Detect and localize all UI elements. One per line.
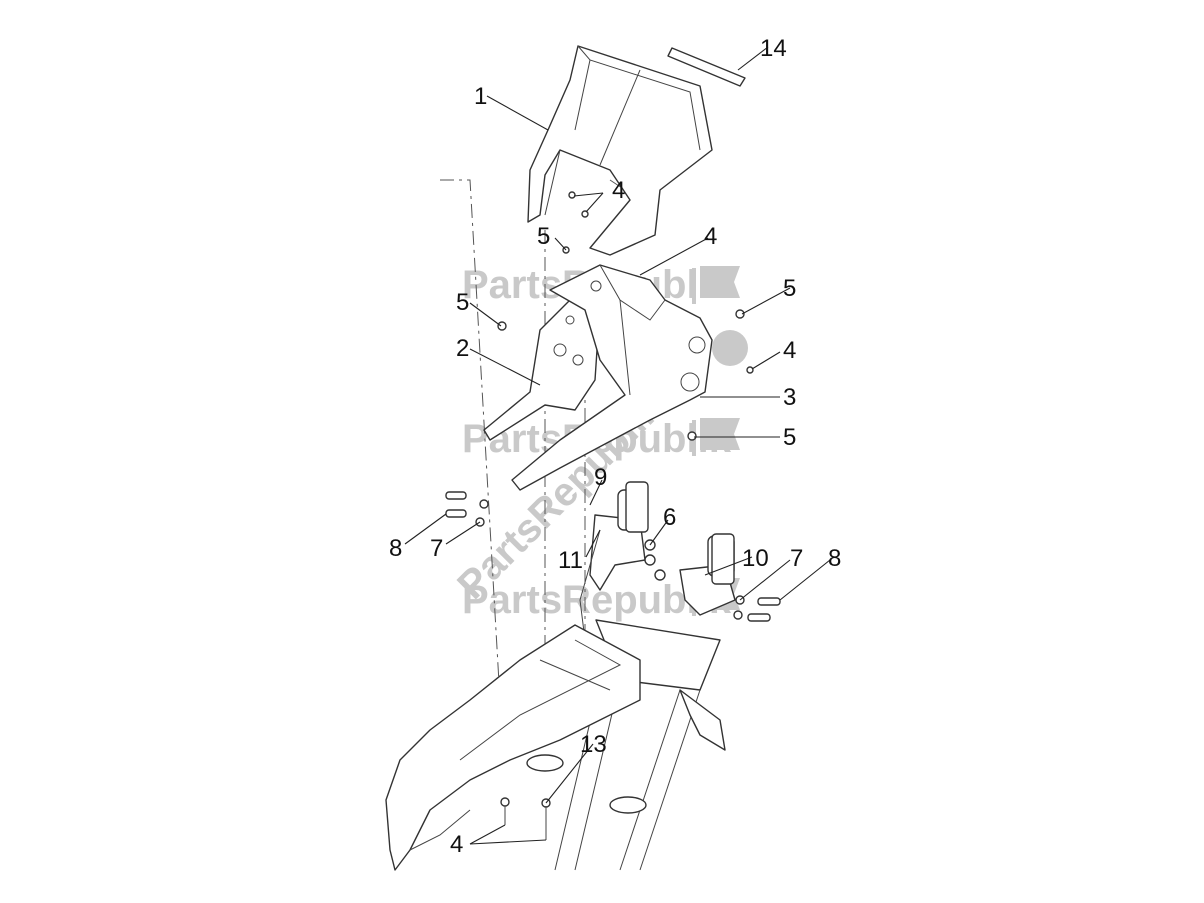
callout-14: 14 [760, 35, 787, 62]
callout-4: 4 [450, 831, 463, 858]
callout-8: 8 [389, 535, 402, 562]
callout-labels: 1 14 4 5 4 5 5 2 4 3 5 9 6 8 7 11 10 7 8… [389, 35, 841, 858]
headlight-support-part [511, 264, 713, 491]
callout-11: 11 [558, 547, 583, 574]
callout-6: 6 [663, 504, 676, 531]
leader-lines [404, 46, 831, 845]
sticker-strip [667, 47, 746, 87]
callout-3: 3 [783, 384, 796, 411]
callout-2: 2 [456, 335, 469, 362]
callout-4: 4 [612, 177, 625, 204]
callout-10: 10 [742, 545, 769, 572]
callout-4: 4 [783, 337, 796, 364]
callout-5: 5 [456, 289, 469, 316]
callout-5: 5 [537, 223, 550, 250]
callout-1: 1 [474, 83, 487, 110]
callout-5: 5 [783, 424, 796, 451]
callout-8: 8 [828, 545, 841, 572]
callout-9: 9 [594, 464, 607, 491]
callout-7: 7 [430, 535, 443, 562]
front-mudguard-part [385, 624, 726, 871]
fasteners [445, 191, 781, 840]
callout-5: 5 [783, 275, 796, 302]
callout-4: 4 [704, 223, 717, 250]
callout-7: 7 [790, 545, 803, 572]
callout-13: 13 [580, 731, 607, 758]
windscreen-part [527, 45, 713, 256]
